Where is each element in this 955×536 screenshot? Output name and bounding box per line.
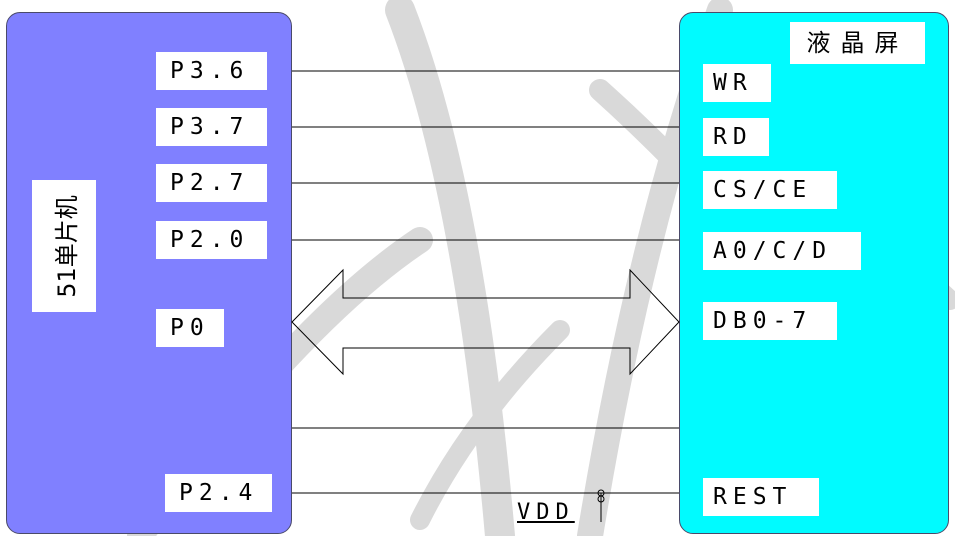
vdd-label: VDD — [517, 500, 575, 525]
pin-label-cs: CS/CE — [703, 171, 837, 209]
pin-label-db: DB0-7 — [703, 302, 837, 340]
lcd-block — [679, 12, 949, 534]
pin-label-a0: A0/C/D — [703, 232, 861, 270]
pin-label-p0: P0 — [156, 309, 224, 347]
lcd-title: 液晶屏 — [790, 22, 925, 64]
vdd-node-2 — [597, 495, 605, 503]
pin-label-p24: P2.4 — [165, 474, 272, 512]
mcu-title: 51单片机 — [32, 180, 96, 312]
data-bus-arrow — [291, 268, 680, 376]
pin-label-p20: P2.0 — [156, 221, 267, 259]
pin-label-wr: WR — [703, 64, 771, 102]
pin-label-p37: P3.7 — [156, 108, 267, 146]
pin-label-rd: RD — [703, 118, 769, 156]
pin-label-rest: REST — [703, 478, 819, 516]
pin-label-p36: P3.6 — [156, 52, 267, 90]
pin-label-p27: P2.7 — [156, 164, 267, 202]
mcu-title-text: 51单片机 — [52, 194, 81, 298]
